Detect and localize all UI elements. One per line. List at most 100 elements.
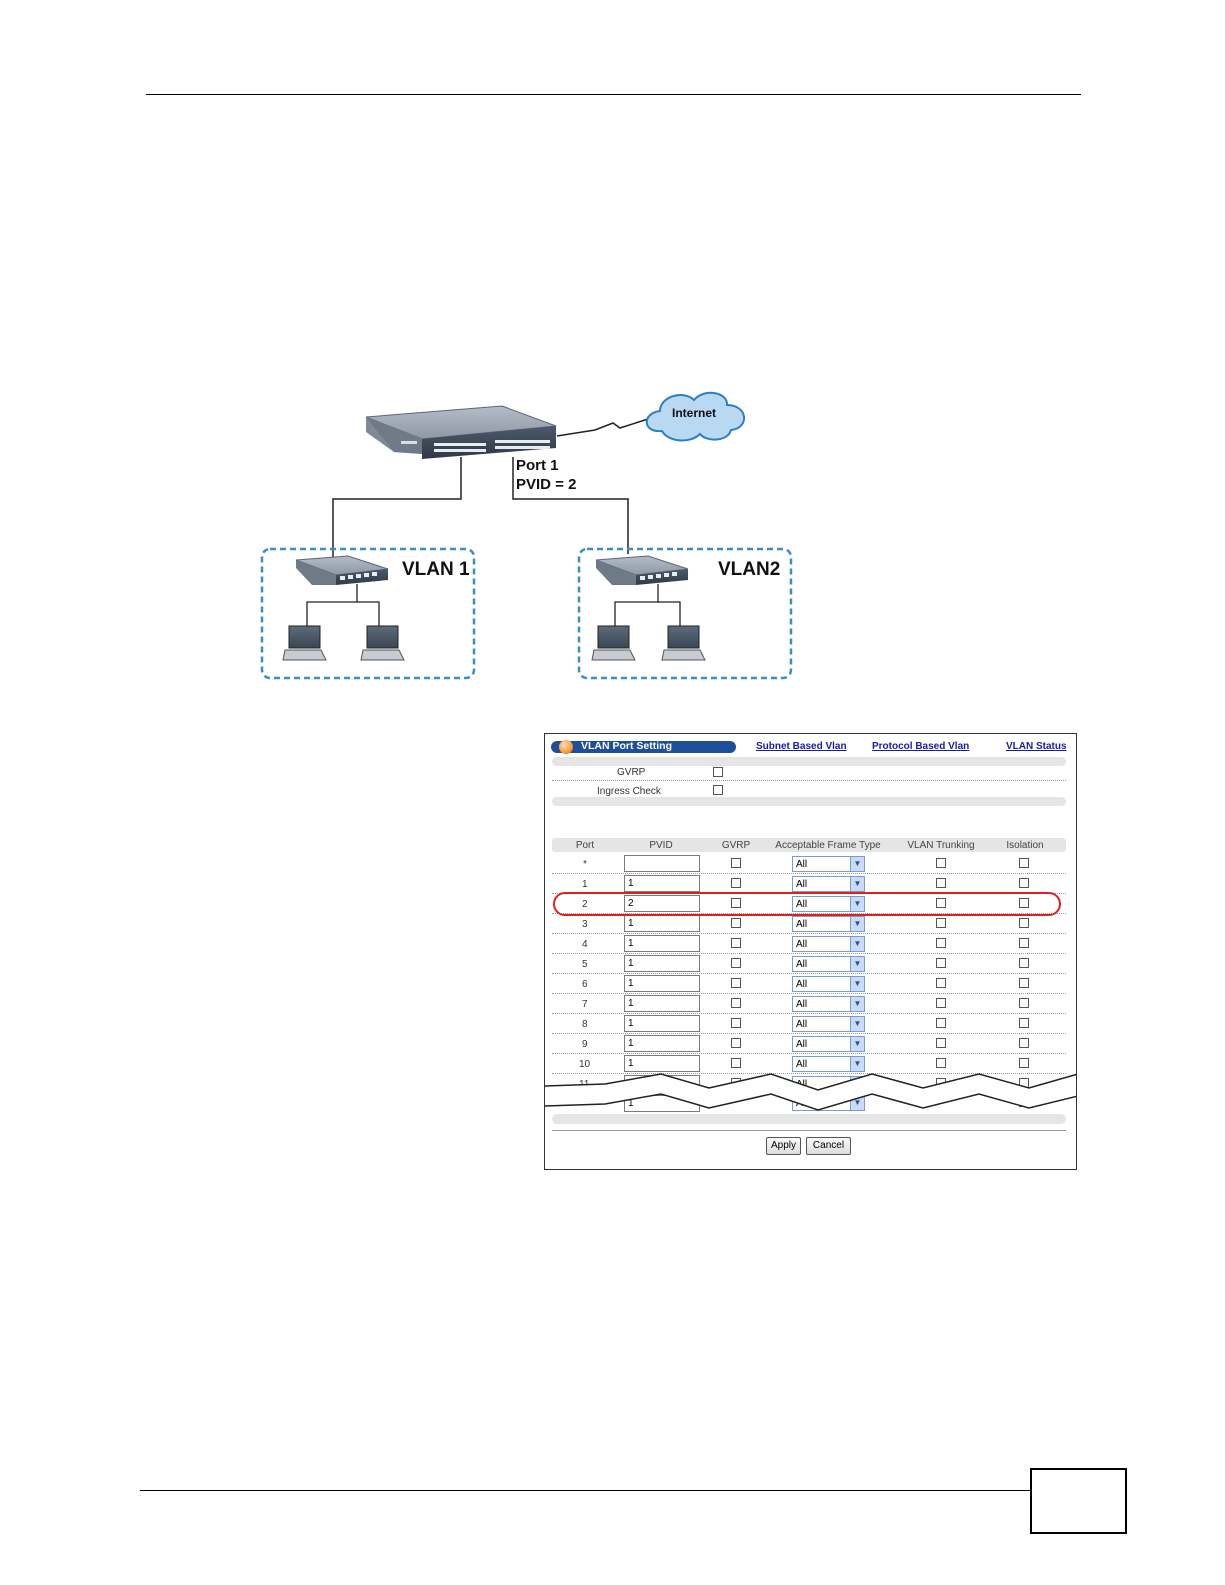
- vlan-trunking-checkbox[interactable]: [936, 1058, 946, 1068]
- frame-type-select[interactable]: All▼: [792, 876, 865, 892]
- frame-type-select[interactable]: All ▼: [792, 956, 865, 972]
- isolation-checkbox[interactable]: [1019, 1018, 1029, 1028]
- vlan-trunking-checkbox[interactable]: [936, 998, 946, 1008]
- pvid-input[interactable]: [624, 855, 700, 872]
- global-box-top: [552, 757, 1066, 766]
- chevron-down-icon: ▼: [850, 1057, 864, 1071]
- frame-type-select[interactable]: All▼: [792, 856, 865, 872]
- gvrp-checkbox[interactable]: [731, 858, 741, 868]
- isolation-checkbox[interactable]: [1019, 938, 1029, 948]
- vlan1-pc-1-icon: [282, 625, 327, 661]
- vlan2-pc-2-icon: [661, 625, 706, 661]
- isolation-checkbox[interactable]: [1019, 998, 1029, 1008]
- internet-cloud-icon: Internet: [645, 391, 745, 442]
- port-number: 10: [579, 1059, 591, 1070]
- divider: [552, 780, 1066, 781]
- ingress-check-checkbox[interactable]: [713, 785, 723, 795]
- footer-divider: [552, 1130, 1066, 1131]
- chevron-down-icon: ▼: [850, 917, 864, 931]
- vlan2-boundary: [577, 547, 793, 680]
- pvid-input[interactable]: 1: [624, 975, 700, 992]
- vlan-trunking-checkbox[interactable]: [936, 978, 946, 988]
- frame-type-select[interactable]: All▼: [792, 976, 865, 992]
- isolation-checkbox[interactable]: [1019, 1038, 1029, 1048]
- vlan1-switch-icon: [295, 555, 389, 585]
- frame-type-value: All: [796, 939, 808, 950]
- vlan1-boundary: [260, 547, 476, 680]
- isolation-checkbox[interactable]: [1019, 958, 1029, 968]
- vlan-trunking-checkbox[interactable]: [936, 878, 946, 888]
- vlan-trunking-checkbox[interactable]: [936, 1038, 946, 1048]
- gvrp-checkbox[interactable]: [731, 978, 741, 988]
- gvrp-checkbox[interactable]: [731, 1058, 741, 1068]
- pvid-input[interactable]: 1: [624, 995, 700, 1012]
- frame-type-select[interactable]: All▼: [792, 936, 865, 952]
- frame-type-select[interactable]: All▼: [792, 1056, 865, 1072]
- frame-type-select[interactable]: All▼: [792, 1036, 865, 1052]
- chevron-down-icon: ▼: [850, 977, 864, 991]
- gvrp-checkbox[interactable]: [731, 1038, 741, 1048]
- port-number: 3: [582, 919, 588, 930]
- col-acceptable-frame-type: Acceptable Frame Type: [775, 840, 881, 851]
- isolation-checkbox[interactable]: [1019, 898, 1029, 908]
- ingress-check-label: Ingress Check: [597, 786, 661, 797]
- pvid-input[interactable]: 2: [624, 895, 700, 912]
- main-switch-icon: [365, 405, 557, 459]
- frame-type-select[interactable]: All ▼: [792, 916, 865, 932]
- pvid-input[interactable]: 1: [624, 935, 700, 952]
- pvid-input[interactable]: 1: [624, 1055, 700, 1072]
- pvid-input[interactable]: 1: [624, 915, 700, 932]
- chevron-down-icon: ▼: [850, 877, 864, 891]
- vlan-trunking-checkbox[interactable]: [936, 958, 946, 968]
- isolation-checkbox[interactable]: [1019, 1058, 1029, 1068]
- chevron-down-icon: ▼: [850, 897, 864, 911]
- gvrp-checkbox[interactable]: [731, 1018, 741, 1028]
- row-divider: [552, 873, 1066, 874]
- vlan-trunking-checkbox[interactable]: [936, 858, 946, 868]
- table-break-mark: [545, 1073, 1076, 1111]
- chevron-down-icon: ▼: [850, 957, 864, 971]
- protocol-based-vlan-link[interactable]: Protocol Based Vlan: [872, 741, 970, 752]
- vlan-trunking-checkbox[interactable]: [936, 938, 946, 948]
- vlan-trunking-checkbox[interactable]: [936, 898, 946, 908]
- frame-type-value: All: [796, 959, 808, 970]
- gvrp-checkbox[interactable]: [731, 918, 741, 928]
- pvid-input[interactable]: 1: [624, 1015, 700, 1032]
- gvrp-checkbox[interactable]: [731, 958, 741, 968]
- vlan-status-link[interactable]: VLAN Status: [1006, 741, 1067, 752]
- chevron-down-icon: ▼: [850, 1037, 864, 1051]
- table-footer-bar: [552, 1114, 1066, 1124]
- frame-type-select[interactable]: All▼: [792, 996, 865, 1012]
- isolation-checkbox[interactable]: [1019, 978, 1029, 988]
- frame-type-select[interactable]: All▼: [792, 1016, 865, 1032]
- gvrp-checkbox[interactable]: [731, 998, 741, 1008]
- subnet-based-vlan-link[interactable]: Subnet Based Vlan: [756, 741, 847, 752]
- page-number-box: [1030, 1468, 1127, 1534]
- footer-rule: [140, 1490, 1030, 1491]
- col-vlan-trunking: VLAN Trunking: [907, 840, 975, 851]
- frame-type-select[interactable]: All▼: [792, 896, 865, 912]
- vlan2-switch-icon: [595, 555, 689, 585]
- isolation-checkbox[interactable]: [1019, 918, 1029, 928]
- frame-type-value: All: [796, 859, 808, 870]
- pvid-input[interactable]: 1: [624, 1035, 700, 1052]
- col-port: Port: [575, 840, 595, 851]
- gvrp-checkbox[interactable]: [731, 938, 741, 948]
- port-number: 1: [582, 879, 588, 890]
- pvid-input[interactable]: 1: [624, 955, 700, 972]
- vlan-trunking-checkbox[interactable]: [936, 918, 946, 928]
- frame-type-value: All: [796, 919, 808, 930]
- port-number: 6: [582, 979, 588, 990]
- isolation-checkbox[interactable]: [1019, 858, 1029, 868]
- vlan-port-setting-screen: VLAN Port Setting Subnet Based Vlan Prot…: [544, 733, 1077, 1170]
- vlan-trunking-checkbox[interactable]: [936, 1018, 946, 1028]
- network-cables: [332, 418, 649, 559]
- cancel-button[interactable]: Cancel: [806, 1137, 851, 1155]
- isolation-checkbox[interactable]: [1019, 878, 1029, 888]
- vlan1-pc-2-icon: [360, 625, 405, 661]
- pvid-input[interactable]: 1: [624, 875, 700, 892]
- gvrp-checkbox[interactable]: [731, 898, 741, 908]
- apply-button[interactable]: Apply: [766, 1137, 801, 1155]
- gvrp-global-checkbox[interactable]: [713, 767, 723, 777]
- gvrp-checkbox[interactable]: [731, 878, 741, 888]
